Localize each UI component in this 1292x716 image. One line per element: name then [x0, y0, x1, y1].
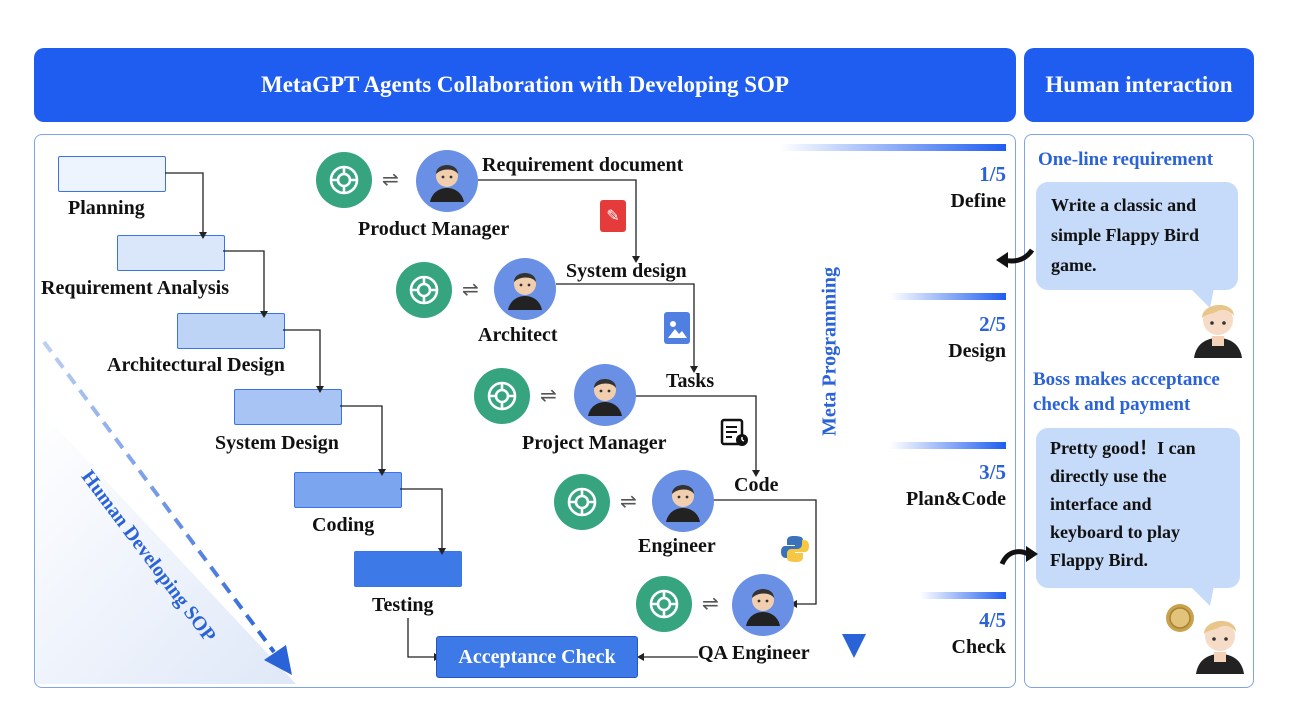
task-list-icon	[720, 418, 750, 453]
sop-step-label: System Design	[215, 432, 339, 454]
boss-title: Boss makes acceptance check and payment	[1033, 367, 1220, 417]
agent-artifact: System design	[566, 260, 687, 282]
swap-icon: ⇌	[702, 591, 719, 615]
side-title: Human interaction	[1045, 72, 1233, 97]
boss-title-line: Boss makes acceptance	[1033, 369, 1220, 390]
image-icon	[664, 312, 690, 344]
openai-logo-icon	[554, 474, 610, 530]
meta-programming-arrow	[842, 166, 866, 658]
stage-name: Plan&Code	[906, 488, 1006, 510]
agent-artifact: Requirement document	[482, 154, 684, 176]
swap-icon: ⇌	[462, 277, 479, 301]
human-avatar-icon	[1194, 304, 1242, 358]
sop-connectors	[165, 172, 446, 661]
sop-background	[36, 406, 296, 684]
agent-name: Engineer	[638, 535, 716, 557]
agent-name: Architect	[478, 324, 558, 346]
stage-number: 1/5	[979, 162, 1006, 186]
sop-step-box	[294, 472, 402, 508]
agent-avatar	[652, 470, 714, 532]
openai-logo-icon	[316, 152, 372, 208]
agent-artifact: Code	[734, 474, 779, 496]
bubble-tail	[1190, 288, 1214, 308]
boss-line: Pretty good！I can	[1050, 438, 1196, 458]
swap-icon: ⇌	[382, 167, 399, 191]
boss-bubble: Pretty good！I can directly use the inter…	[1036, 428, 1240, 588]
python-icon	[780, 534, 810, 569]
boss-title-line: check and payment	[1033, 394, 1191, 415]
agent-avatar	[732, 574, 794, 636]
sop-step-box	[234, 389, 342, 425]
acceptance-check-label: Acceptance Check	[458, 645, 616, 668]
agent-connectors	[478, 179, 817, 661]
agent-avatar	[494, 258, 556, 320]
sop-step-label: Testing	[372, 594, 434, 616]
sop-step-box	[58, 156, 166, 192]
agent-avatar	[416, 150, 478, 212]
requirement-title: One-line requirement	[1038, 149, 1214, 170]
stage-number: 4/5	[979, 608, 1006, 632]
swap-icon: ⇌	[620, 489, 637, 513]
sop-step-label: Coding	[312, 514, 375, 536]
pdf-icon: ✎	[600, 200, 626, 232]
swap-icon: ⇌	[540, 383, 557, 407]
boss-line: Flappy Bird.	[1050, 550, 1149, 570]
agent-artifact: Tasks	[666, 370, 715, 392]
sop-step-box	[117, 235, 225, 271]
requirement-bubble: Write a classic and simple Flappy Bird g…	[1036, 182, 1238, 290]
openai-logo-icon	[636, 576, 692, 632]
requirement-line: Write a classic and	[1051, 195, 1197, 215]
boss-line: keyboard to play	[1050, 522, 1181, 542]
requirement-line: game.	[1051, 255, 1097, 275]
requirement-line: simple Flappy Bird	[1051, 225, 1200, 245]
sop-step-label: Planning	[68, 197, 145, 219]
main-title: MetaGPT Agents Collaboration with Develo…	[261, 72, 789, 97]
agent-name: QA Engineer	[698, 642, 810, 664]
acceptance-check-box: Acceptance Check	[436, 636, 638, 678]
stage-name: Design	[948, 340, 1006, 362]
stage-name: Define	[950, 190, 1006, 212]
boss-line: interface and	[1050, 494, 1152, 514]
agent-name: Project Manager	[522, 432, 667, 454]
openai-logo-icon	[396, 262, 452, 318]
side-header: Human interaction	[1024, 48, 1254, 122]
sop-step-label: Architectural Design	[107, 354, 285, 376]
stage-number: 3/5	[979, 460, 1006, 484]
curved-arrow-icon	[999, 546, 1038, 566]
openai-logo-icon	[474, 368, 530, 424]
sop-step-box	[354, 551, 462, 587]
main-header: MetaGPT Agents Collaboration with Develo…	[34, 48, 1016, 122]
bubble-tail	[1190, 586, 1214, 606]
sop-arrow	[42, 340, 292, 675]
stage-name: Check	[951, 636, 1006, 658]
agent-avatar	[574, 364, 636, 426]
coin-icon	[1166, 604, 1194, 632]
boss-line: directly use the	[1050, 466, 1167, 486]
agent-name: Product Manager	[358, 218, 510, 240]
human-avatar-icon	[1196, 620, 1244, 674]
sop-step-box	[177, 313, 285, 349]
curved-arrow-icon	[996, 248, 1035, 268]
sop-step-label: Requirement Analysis	[41, 277, 229, 299]
stage-bars	[780, 144, 1006, 599]
stage-number: 2/5	[979, 312, 1006, 336]
